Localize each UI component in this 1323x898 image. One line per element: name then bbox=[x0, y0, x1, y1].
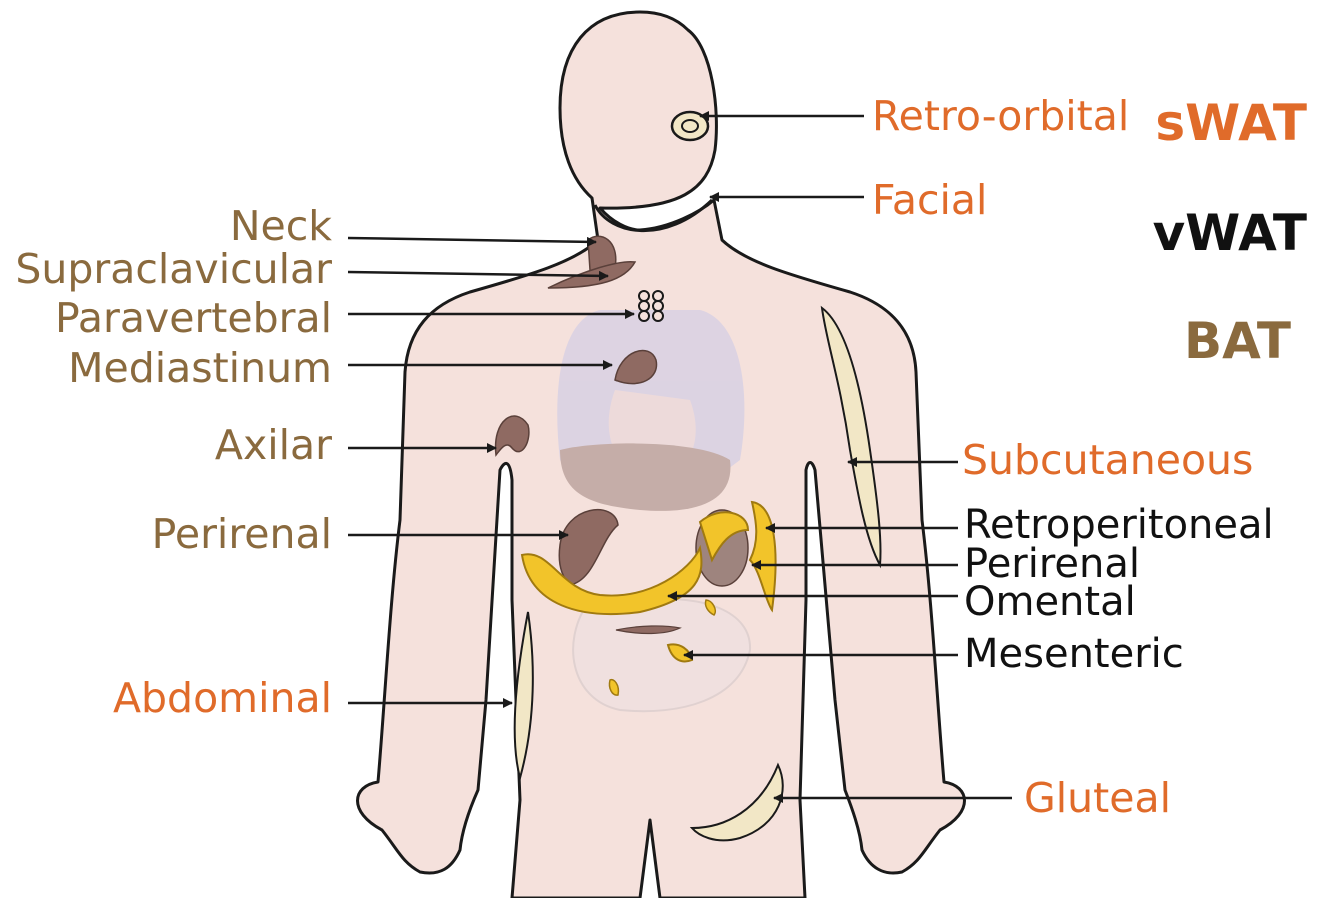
label-mediastinum: Mediastinum bbox=[68, 348, 332, 389]
label-retroperitoneal: Retroperitoneal bbox=[964, 505, 1274, 545]
arrow-neck bbox=[348, 238, 596, 242]
legend-vwat: vWAT bbox=[1153, 208, 1307, 258]
label-neck: Neck bbox=[230, 206, 332, 247]
label-mesenteric: Mesenteric bbox=[964, 634, 1184, 674]
label-supraclavicular: Supraclavicular bbox=[15, 249, 332, 290]
label-gluteal: Gluteal bbox=[1024, 778, 1171, 819]
label-perirenal-right: Perirenal bbox=[964, 544, 1140, 584]
label-facial: Facial bbox=[872, 180, 987, 221]
label-omental: Omental bbox=[964, 582, 1136, 622]
label-paravertebral: Paravertebral bbox=[55, 298, 332, 339]
label-axilar: Axilar bbox=[215, 425, 332, 466]
label-retro-orbital: Retro-orbital bbox=[872, 96, 1129, 137]
legend-bat: BAT bbox=[1184, 316, 1291, 366]
label-perirenal-left: Perirenal bbox=[152, 514, 332, 555]
legend-swat: sWAT bbox=[1155, 98, 1307, 148]
label-subcutaneous: Subcutaneous bbox=[962, 440, 1253, 481]
label-abdominal: Abdominal bbox=[113, 678, 332, 719]
